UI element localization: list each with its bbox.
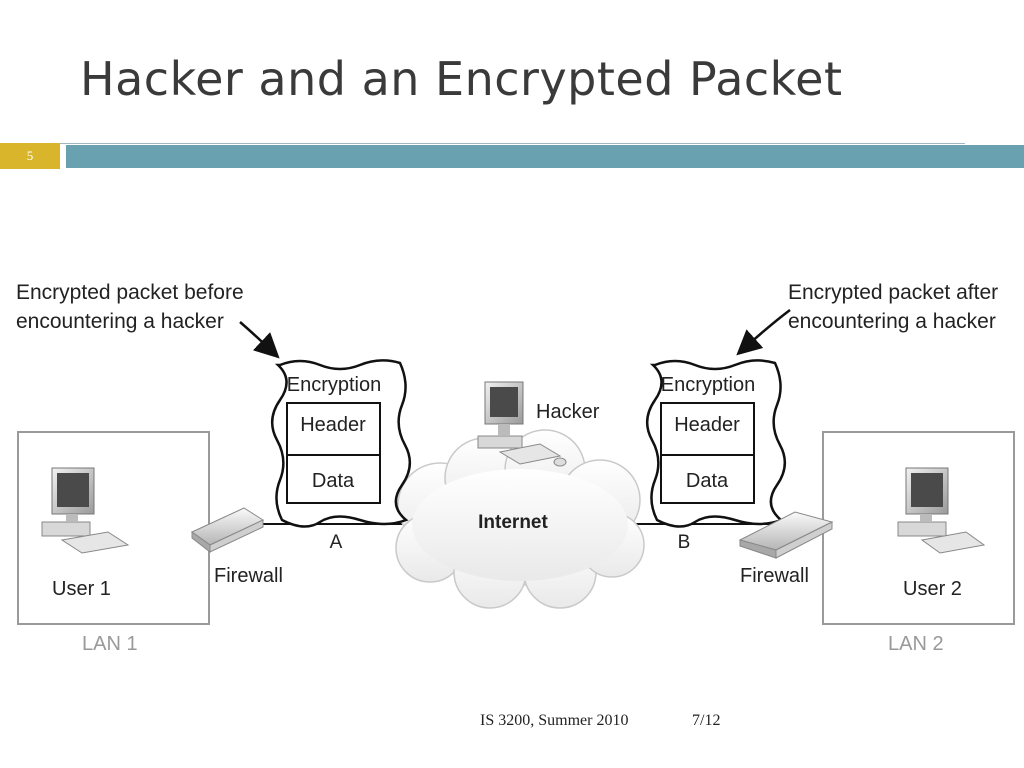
user2-label: User 2 — [903, 578, 962, 600]
lan1-label: LAN 1 — [82, 633, 138, 655]
internet-label: Internet — [478, 512, 548, 533]
packet-right-encryption: Encryption — [661, 374, 756, 396]
point-b-label: B — [678, 532, 691, 553]
packet-left-header: Header — [300, 414, 366, 436]
firewall-left-icon — [191, 507, 265, 554]
firewall-right-icon — [738, 511, 834, 559]
note-after-line1: Encrypted packet after — [788, 281, 998, 304]
point-a-label: A — [330, 532, 343, 553]
packet-right-data: Data — [686, 470, 729, 492]
user1-label: User 1 — [52, 578, 111, 600]
note-before-line1: Encrypted packet before — [16, 281, 244, 304]
firewall-left-label: Firewall — [214, 565, 283, 587]
firewall-right-label: Firewall — [740, 565, 809, 587]
user1-computer-icon — [41, 467, 130, 554]
packet-left-header-box — [286, 402, 381, 456]
packet-right-header-box — [660, 402, 755, 456]
packet-right-header: Header — [674, 414, 740, 436]
network-diagram: Encrypted packet before encountering a h… — [16, 281, 1015, 655]
arrow-before — [239, 321, 280, 359]
hacker-computer-icon — [477, 381, 567, 467]
packet-left-data-box — [286, 454, 381, 504]
packet-left-encryption: Encryption — [287, 374, 382, 396]
packet-left-data: Data — [312, 470, 355, 492]
footer-page: 7/12 — [692, 712, 721, 729]
title-divider — [0, 143, 965, 144]
arrow-after — [736, 309, 791, 356]
packet-right-data-box — [660, 454, 755, 504]
lan2-label: LAN 2 — [888, 633, 944, 655]
header-bar — [66, 145, 1024, 168]
user2-computer-icon — [897, 467, 986, 554]
note-after-line2: encountering a hacker — [788, 310, 996, 333]
note-before-line2: encountering a hacker — [16, 310, 224, 333]
slide-number-badge: 5 — [0, 143, 60, 169]
slide-title: Hacker and an Encrypted Packet — [80, 52, 843, 106]
hacker-label: Hacker — [536, 401, 600, 423]
footer-course: IS 3200, Summer 2010 — [480, 712, 629, 729]
